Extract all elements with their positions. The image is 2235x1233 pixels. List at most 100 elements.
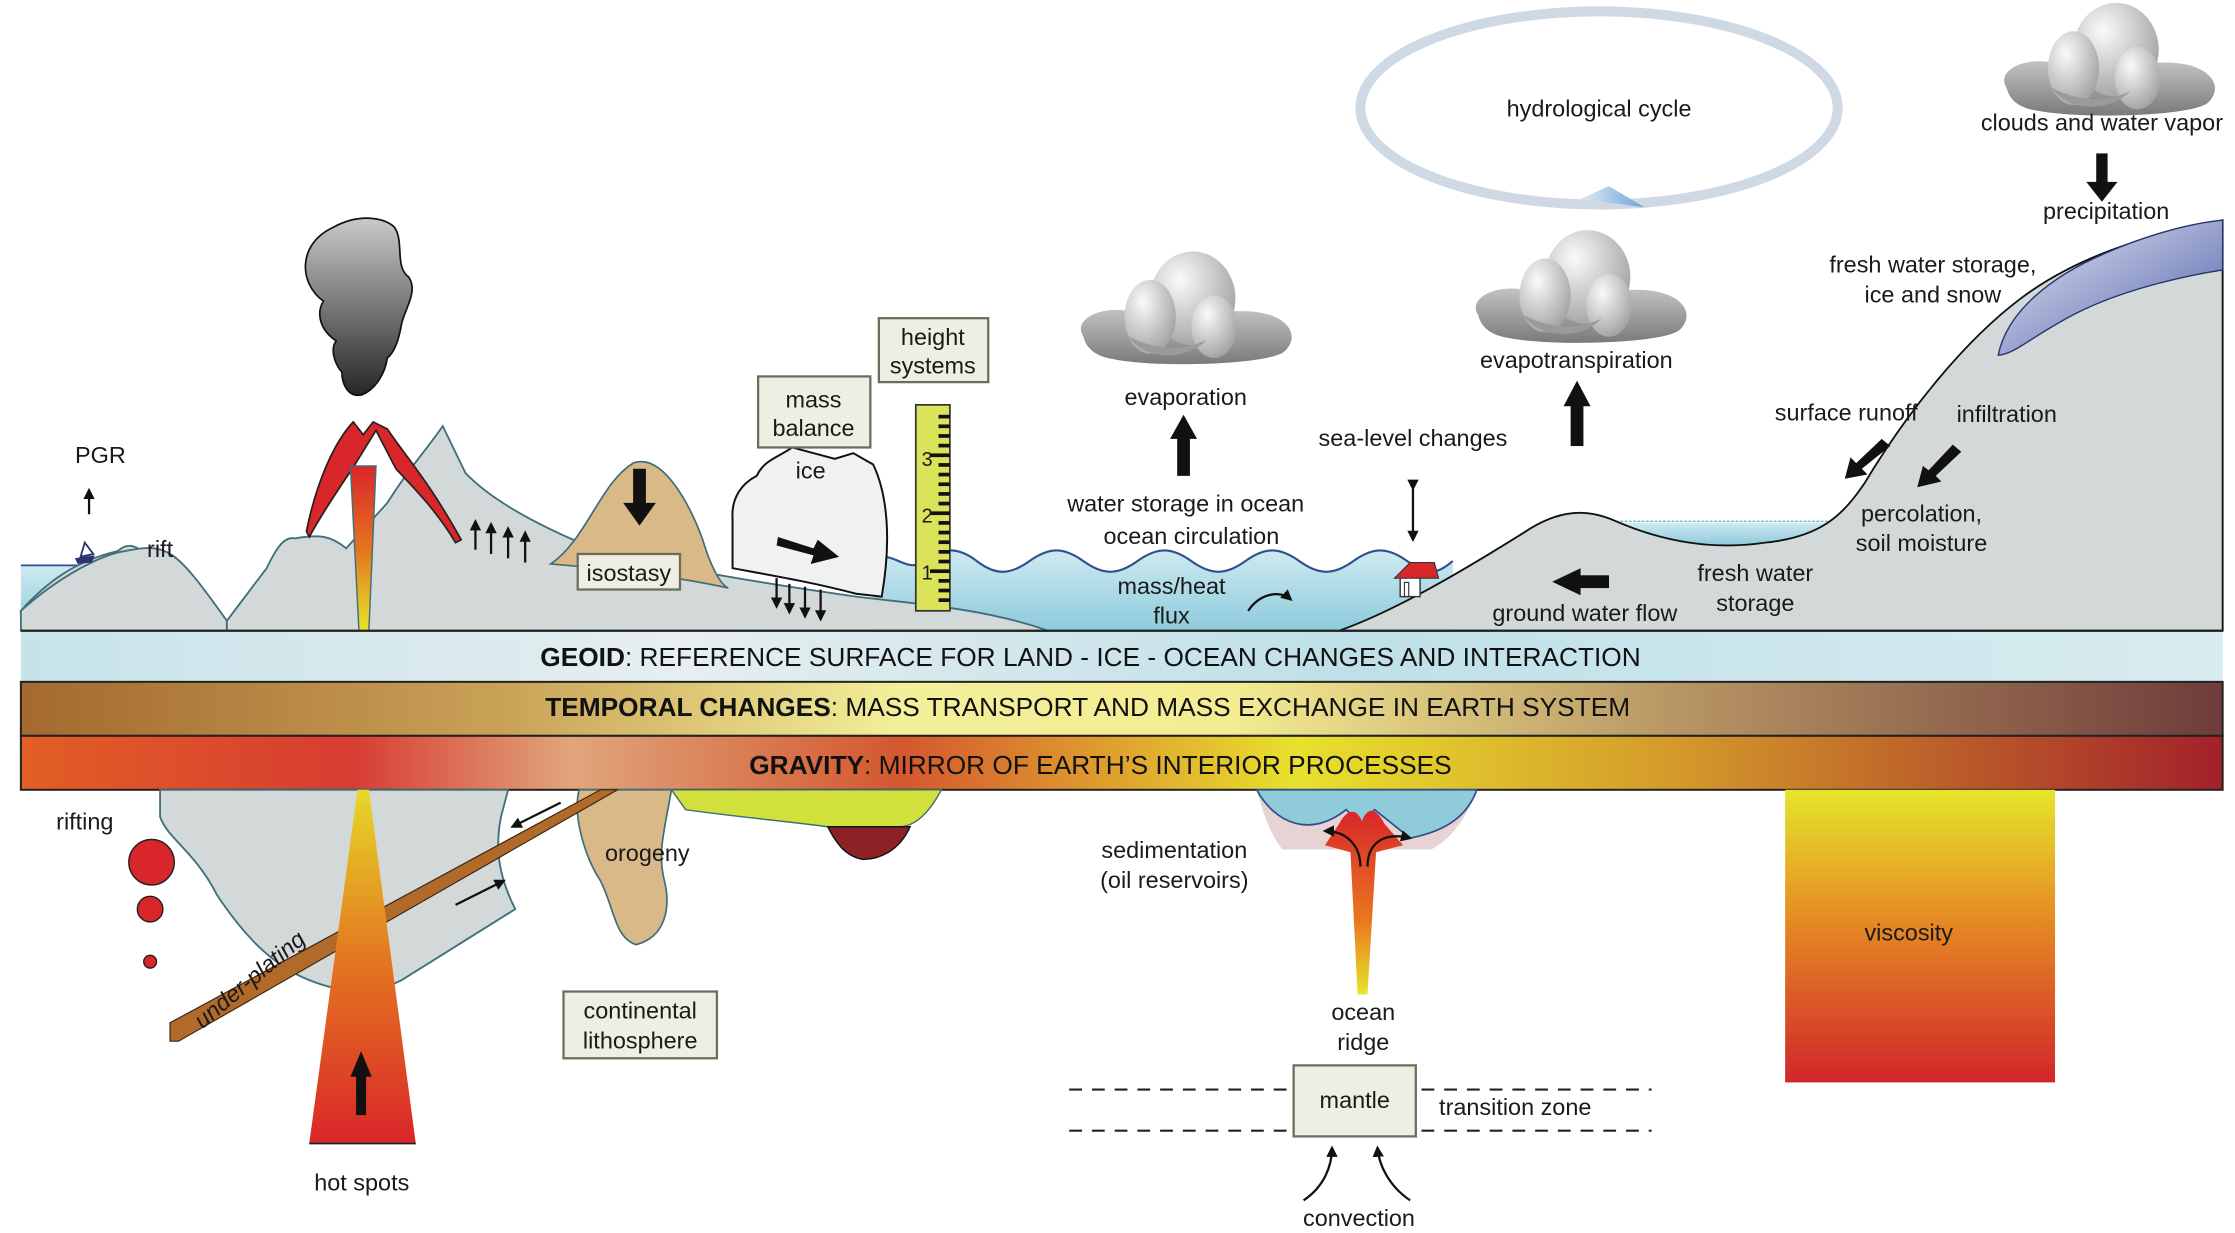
flux-label: flux (1153, 603, 1190, 629)
gravity-band-text: GRAVITY: MIRROR OF EARTH’S INTERIOR PROC… (749, 750, 1451, 780)
ruler-tick (938, 482, 950, 487)
precipitation-label: precipitation (2043, 198, 2169, 224)
storage-label: storage (1716, 590, 1794, 616)
snow-cap (1997, 219, 2224, 356)
ridge-plume (1324, 810, 1404, 995)
ruler-tick (938, 443, 950, 448)
temporal-band-text: TEMPORAL CHANGES: MASS TRANSPORT AND MAS… (545, 692, 1630, 722)
boat-icon (74, 540, 95, 564)
geoid-band-text: GEOID: REFERENCE SURFACE FOR LAND - ICE … (540, 642, 1640, 672)
ruler-tick (938, 434, 950, 438)
height-systems-label-line1: height (901, 324, 965, 350)
tide-gauge-ruler: 1 2 3 (914, 403, 951, 612)
surface-runoff-arrow-icon (1844, 438, 1891, 479)
subduction-arrow-down-icon (510, 801, 562, 828)
rift-label: rift (147, 536, 174, 562)
surface-runoff-label: surface runoff (1775, 399, 1918, 425)
isostasy-down-arrow-icon (633, 468, 646, 506)
ground-water-flow-label: ground water flow (1492, 600, 1677, 626)
under-plating-slab (169, 789, 620, 1042)
ridge-label: ridge (1337, 1029, 1389, 1055)
pgr-label: PGR (75, 442, 126, 468)
precipitation-arrow-icon (2096, 153, 2108, 185)
soil-moisture-label: soil moisture (1856, 530, 1987, 556)
hydrological-cycle: hydrological cycle (1355, 6, 1843, 210)
viscosity-column (1785, 789, 2056, 1083)
mass-heat-label: mass/heat (1117, 573, 1226, 599)
continental-label: continental (584, 998, 697, 1024)
fresh-water-ice-label-line1: fresh water storage, (1829, 252, 2036, 278)
evaporation-label: evaporation (1124, 384, 1246, 410)
ruler-tick (938, 414, 950, 419)
fresh-water-ice-label-line2: ice and snow (1865, 282, 2002, 308)
ruler-tick (929, 511, 950, 516)
convection-label: convection (1303, 1205, 1415, 1231)
ruler-tick (938, 424, 950, 429)
ruler-tick (938, 588, 950, 593)
uplift-arrows-icon (469, 519, 531, 563)
subduction-arrow-up-icon (455, 879, 506, 906)
infiltration-arrow-icon (1917, 444, 1962, 488)
ruler-tick (929, 453, 950, 458)
ridge-spread-right-icon (1366, 830, 1413, 867)
wave-line (872, 549, 1454, 573)
hot-spot-plume (309, 789, 416, 1144)
mass-heat-flux-arrow-icon (1247, 589, 1293, 612)
lithosphere-root (159, 788, 517, 992)
ocean-circulation-label: ocean circulation (1103, 523, 1279, 549)
infiltration-label: infiltration (1957, 401, 2057, 427)
evapotranspiration-arrow-icon (1570, 403, 1584, 447)
right-land (1338, 219, 2224, 632)
sedimentation-label: sedimentation (1101, 837, 1247, 863)
mass-balance-label-line1: mass (786, 387, 842, 413)
cycle-arrow-icon (1580, 186, 1645, 208)
ruler-tick (938, 559, 950, 564)
hydrological-cycle-label: hydrological cycle (1507, 95, 1692, 121)
subsidence-arrows-icon (770, 578, 827, 622)
orogeny-label: orogeny (605, 840, 690, 866)
ocean-water (873, 550, 1453, 633)
viscosity-label: viscosity (1864, 919, 1953, 945)
convection-arrow-left-icon (1302, 1145, 1338, 1202)
volcano-smoke (304, 217, 413, 397)
ruler-tick (938, 598, 950, 603)
mantle-box (1292, 1064, 1417, 1138)
ocean-label: ocean (1331, 999, 1395, 1025)
ruler-tick (938, 578, 950, 583)
water-storage-label: water storage in ocean (1066, 490, 1304, 516)
under-plating-label: under-plating (189, 926, 310, 1034)
oil-reservoirs-label: (oil reservoirs) (1100, 867, 1248, 893)
ruler-tick (929, 569, 950, 574)
ruler-label-1: 1 (922, 563, 933, 585)
mantle-label: mantle (1320, 1087, 1390, 1113)
orogeny-root (576, 788, 673, 946)
clouds-label: clouds and water vapor (1981, 110, 2223, 136)
rift-block (19, 547, 228, 632)
evaporation-arrow-icon (1177, 436, 1190, 476)
ruler-label-2: 2 (922, 506, 933, 528)
ruler-tick (938, 472, 950, 477)
ruler-tick (938, 463, 950, 467)
ice-block (731, 446, 889, 598)
percolation-label: percolation, (1861, 500, 1982, 526)
ruler-tick (938, 501, 950, 506)
transition-zone-label: transition zone (1439, 1094, 1591, 1120)
rifting-blob-large (128, 838, 175, 886)
mass-balance-label-line2: balance (772, 415, 854, 441)
cloud-icon-water-vapor (2004, 2, 2215, 116)
evapotranspiration-label: evapotranspiration (1480, 347, 1673, 373)
ruler-label-3: 3 (922, 449, 933, 471)
hot-spot-arrow-icon (356, 1072, 367, 1116)
ground-water-arrow-icon (1577, 575, 1609, 589)
ruler-tick (938, 540, 950, 545)
ice-flow-arrow-icon (776, 536, 840, 564)
height-systems-label-line2: systems (890, 353, 976, 379)
volcano-land (225, 424, 1049, 632)
rifting-blob-medium (136, 895, 164, 923)
ruler-tick (938, 530, 950, 535)
continental-lithosphere-box (562, 990, 719, 1060)
rifting-blob-small (143, 954, 158, 969)
fresh-water-label: fresh water (1697, 560, 1813, 586)
lithosphere-label: lithosphere (583, 1027, 698, 1053)
volcano-lava (305, 420, 463, 544)
